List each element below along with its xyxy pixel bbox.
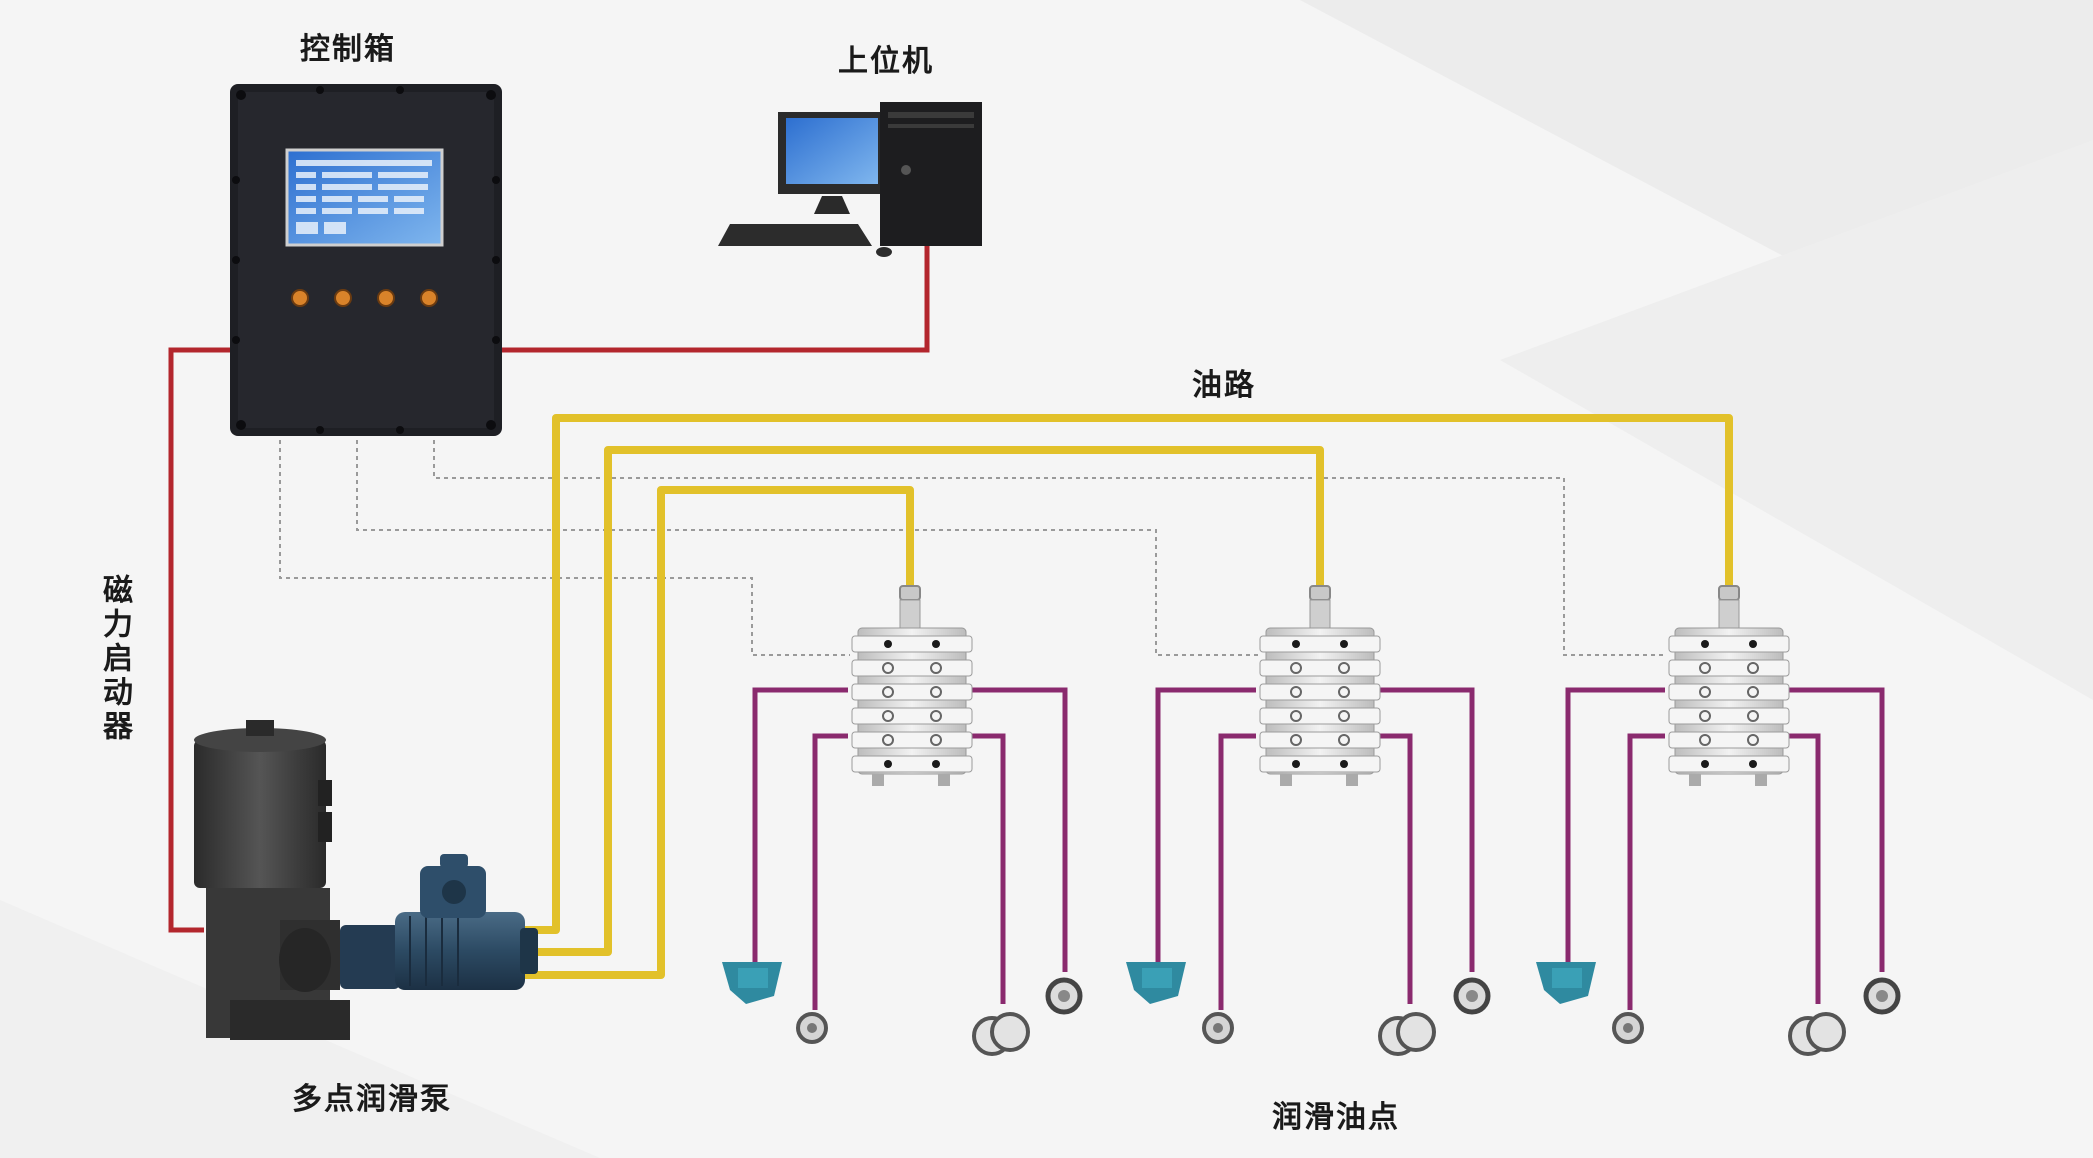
pump-icon [194,720,538,1040]
distributor-block-icon [851,599,973,786]
electric-line-starter [168,347,232,933]
control-box-label: 控制箱 [300,32,396,67]
bearing-icons [1536,962,1901,1056]
electric-lines [168,238,930,933]
oil-line-3 [525,414,1733,934]
knob-1 [291,289,309,307]
oil-line-2 [525,446,1324,956]
knob-2 [334,289,352,307]
branch-lines-2 [1155,687,1475,1010]
branch-lines-3 [1565,687,1885,1010]
screen-grid [296,160,432,234]
keyboard [718,224,872,246]
distributor-group-1 [722,599,1083,1056]
knob-3 [377,289,395,307]
distributor-block-icon [1668,599,1790,786]
lube-points-label: 润滑油点 [1272,1100,1400,1135]
tower [880,102,982,246]
oil-line-1 [525,486,914,979]
pump-label: 多点润滑泵 [292,1082,452,1117]
distributor-group-2 [1126,599,1491,1056]
mouse [876,247,892,257]
monitor-screen [786,118,878,184]
oil-route-label: 油路 [1192,368,1256,403]
magnetic-starter-label: 磁力启动器 [97,574,132,744]
signal-line-1 [279,440,850,656]
control-knobs [291,289,438,307]
control-box [230,84,502,436]
knob-4 [420,289,438,307]
oil-lines [525,414,1733,979]
desktop-computer-icon [718,102,982,257]
bearing-icons [722,962,1083,1056]
pump-coupling [340,925,400,989]
oil-line-fittings [899,585,1740,601]
electric-line-host [500,238,930,353]
branch-lines-1 [752,687,1068,1010]
distributor-group-3 [1536,599,1901,1056]
distributor-block-icon [1259,599,1381,786]
host-computer-label: 上位机 [838,44,934,79]
signal-lines [279,440,1666,656]
bearing-icons [1126,962,1491,1056]
pump-tank [194,740,326,888]
signal-line-3 [433,440,1666,656]
signal-line-2 [356,440,1258,656]
pump-motor [395,912,525,990]
